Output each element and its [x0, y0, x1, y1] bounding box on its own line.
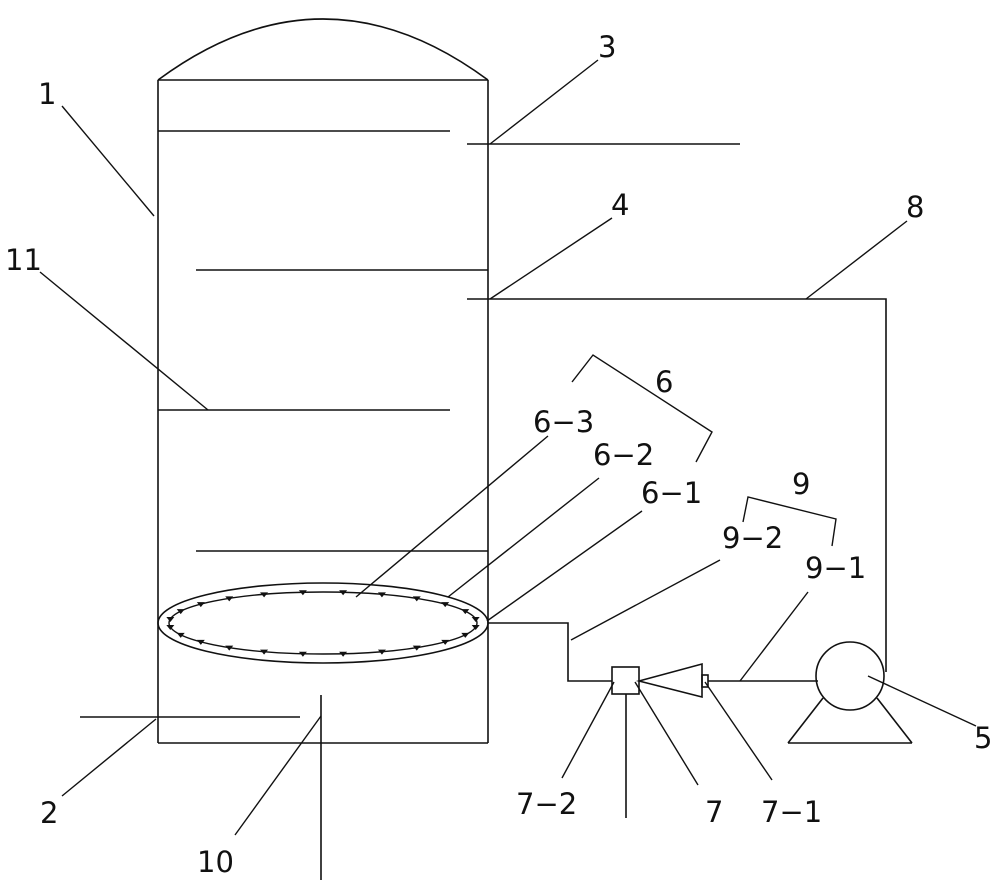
spray-ring-inner [168, 591, 478, 655]
spray-nozzle [471, 616, 480, 622]
leader-6-1 [486, 510, 643, 622]
label-3: 3 [598, 30, 616, 64]
leader-7 [634, 681, 699, 786]
spray-nozzle [260, 592, 269, 598]
spray-nozzle [298, 590, 307, 596]
pump-base-left [787, 697, 824, 744]
label-7-2: 7−2 [516, 787, 577, 821]
label-6-2: 6−2 [593, 438, 654, 472]
leader-6-3 [355, 435, 549, 598]
spray-nozzle [461, 632, 470, 638]
label-6-1: 6−1 [641, 476, 702, 510]
spray-nozzle [260, 649, 269, 655]
reducer-nozzle [635, 662, 703, 699]
label-9-2: 9−2 [722, 521, 783, 555]
bracket-9 [742, 496, 837, 547]
label-1: 1 [38, 77, 56, 111]
spray-nozzle [441, 602, 450, 608]
leader-7-1 [704, 681, 773, 781]
spray-nozzle [441, 639, 450, 645]
spray-nozzle [176, 609, 185, 615]
leader-8 [805, 220, 908, 300]
spray-nozzle [176, 632, 185, 638]
label-11: 11 [5, 243, 42, 277]
label-6-3: 6−3 [533, 405, 594, 439]
label-6: 6 [655, 365, 673, 399]
tower-dome [157, 18, 489, 81]
tower-body [157, 18, 489, 744]
pump [787, 641, 913, 744]
leader-6-2 [447, 477, 600, 598]
spray-nozzle [471, 625, 480, 631]
part-labels: 1 2 3 4 5 6 6−1 6−2 6−3 7 7−1 7−2 8 9 9−… [5, 30, 992, 879]
spray-nozzle [339, 651, 348, 657]
spray-nozzle [225, 596, 234, 602]
leader-9-1 [739, 591, 809, 682]
spray-ring-outer [157, 582, 489, 664]
leader-4 [489, 217, 613, 300]
leader-lines [39, 59, 977, 836]
spray-nozzle [298, 651, 307, 657]
spray-nozzle [225, 645, 234, 651]
spray-nozzle [166, 616, 175, 622]
leader-5 [867, 675, 977, 727]
label-4: 4 [611, 188, 629, 222]
spray-nozzles [166, 590, 480, 657]
return-pipe [467, 298, 887, 672]
spray-nozzle [377, 649, 386, 655]
label-10: 10 [197, 845, 234, 879]
leader-11 [39, 271, 209, 411]
bracket-6 [571, 354, 713, 463]
spray-nozzle [196, 602, 205, 608]
label-2: 2 [40, 796, 58, 830]
leader-9-2 [570, 559, 721, 641]
pump-base-right [876, 697, 913, 744]
spray-nozzle [377, 592, 386, 598]
label-7-1: 7−1 [761, 795, 822, 829]
mixer-box [611, 666, 640, 695]
pump-casing [815, 641, 885, 711]
label-9: 9 [792, 467, 810, 501]
leader-1 [61, 105, 155, 217]
leader-3 [489, 59, 599, 145]
spray-ring [157, 582, 489, 664]
label-8: 8 [906, 190, 924, 224]
baffle-plates [158, 130, 488, 552]
leader-10 [234, 715, 322, 836]
spray-nozzle [461, 609, 470, 615]
label-7: 7 [705, 795, 723, 829]
label-9-1: 9−1 [805, 551, 866, 585]
spray-nozzle [339, 590, 348, 596]
spray-nozzle [412, 596, 421, 602]
leader-7-2 [561, 681, 615, 779]
spray-nozzle [412, 645, 421, 651]
spray-nozzle [196, 639, 205, 645]
feed-pipe [488, 622, 612, 682]
label-5: 5 [974, 721, 992, 755]
leader-2 [61, 718, 157, 797]
spray-nozzle [166, 625, 175, 631]
